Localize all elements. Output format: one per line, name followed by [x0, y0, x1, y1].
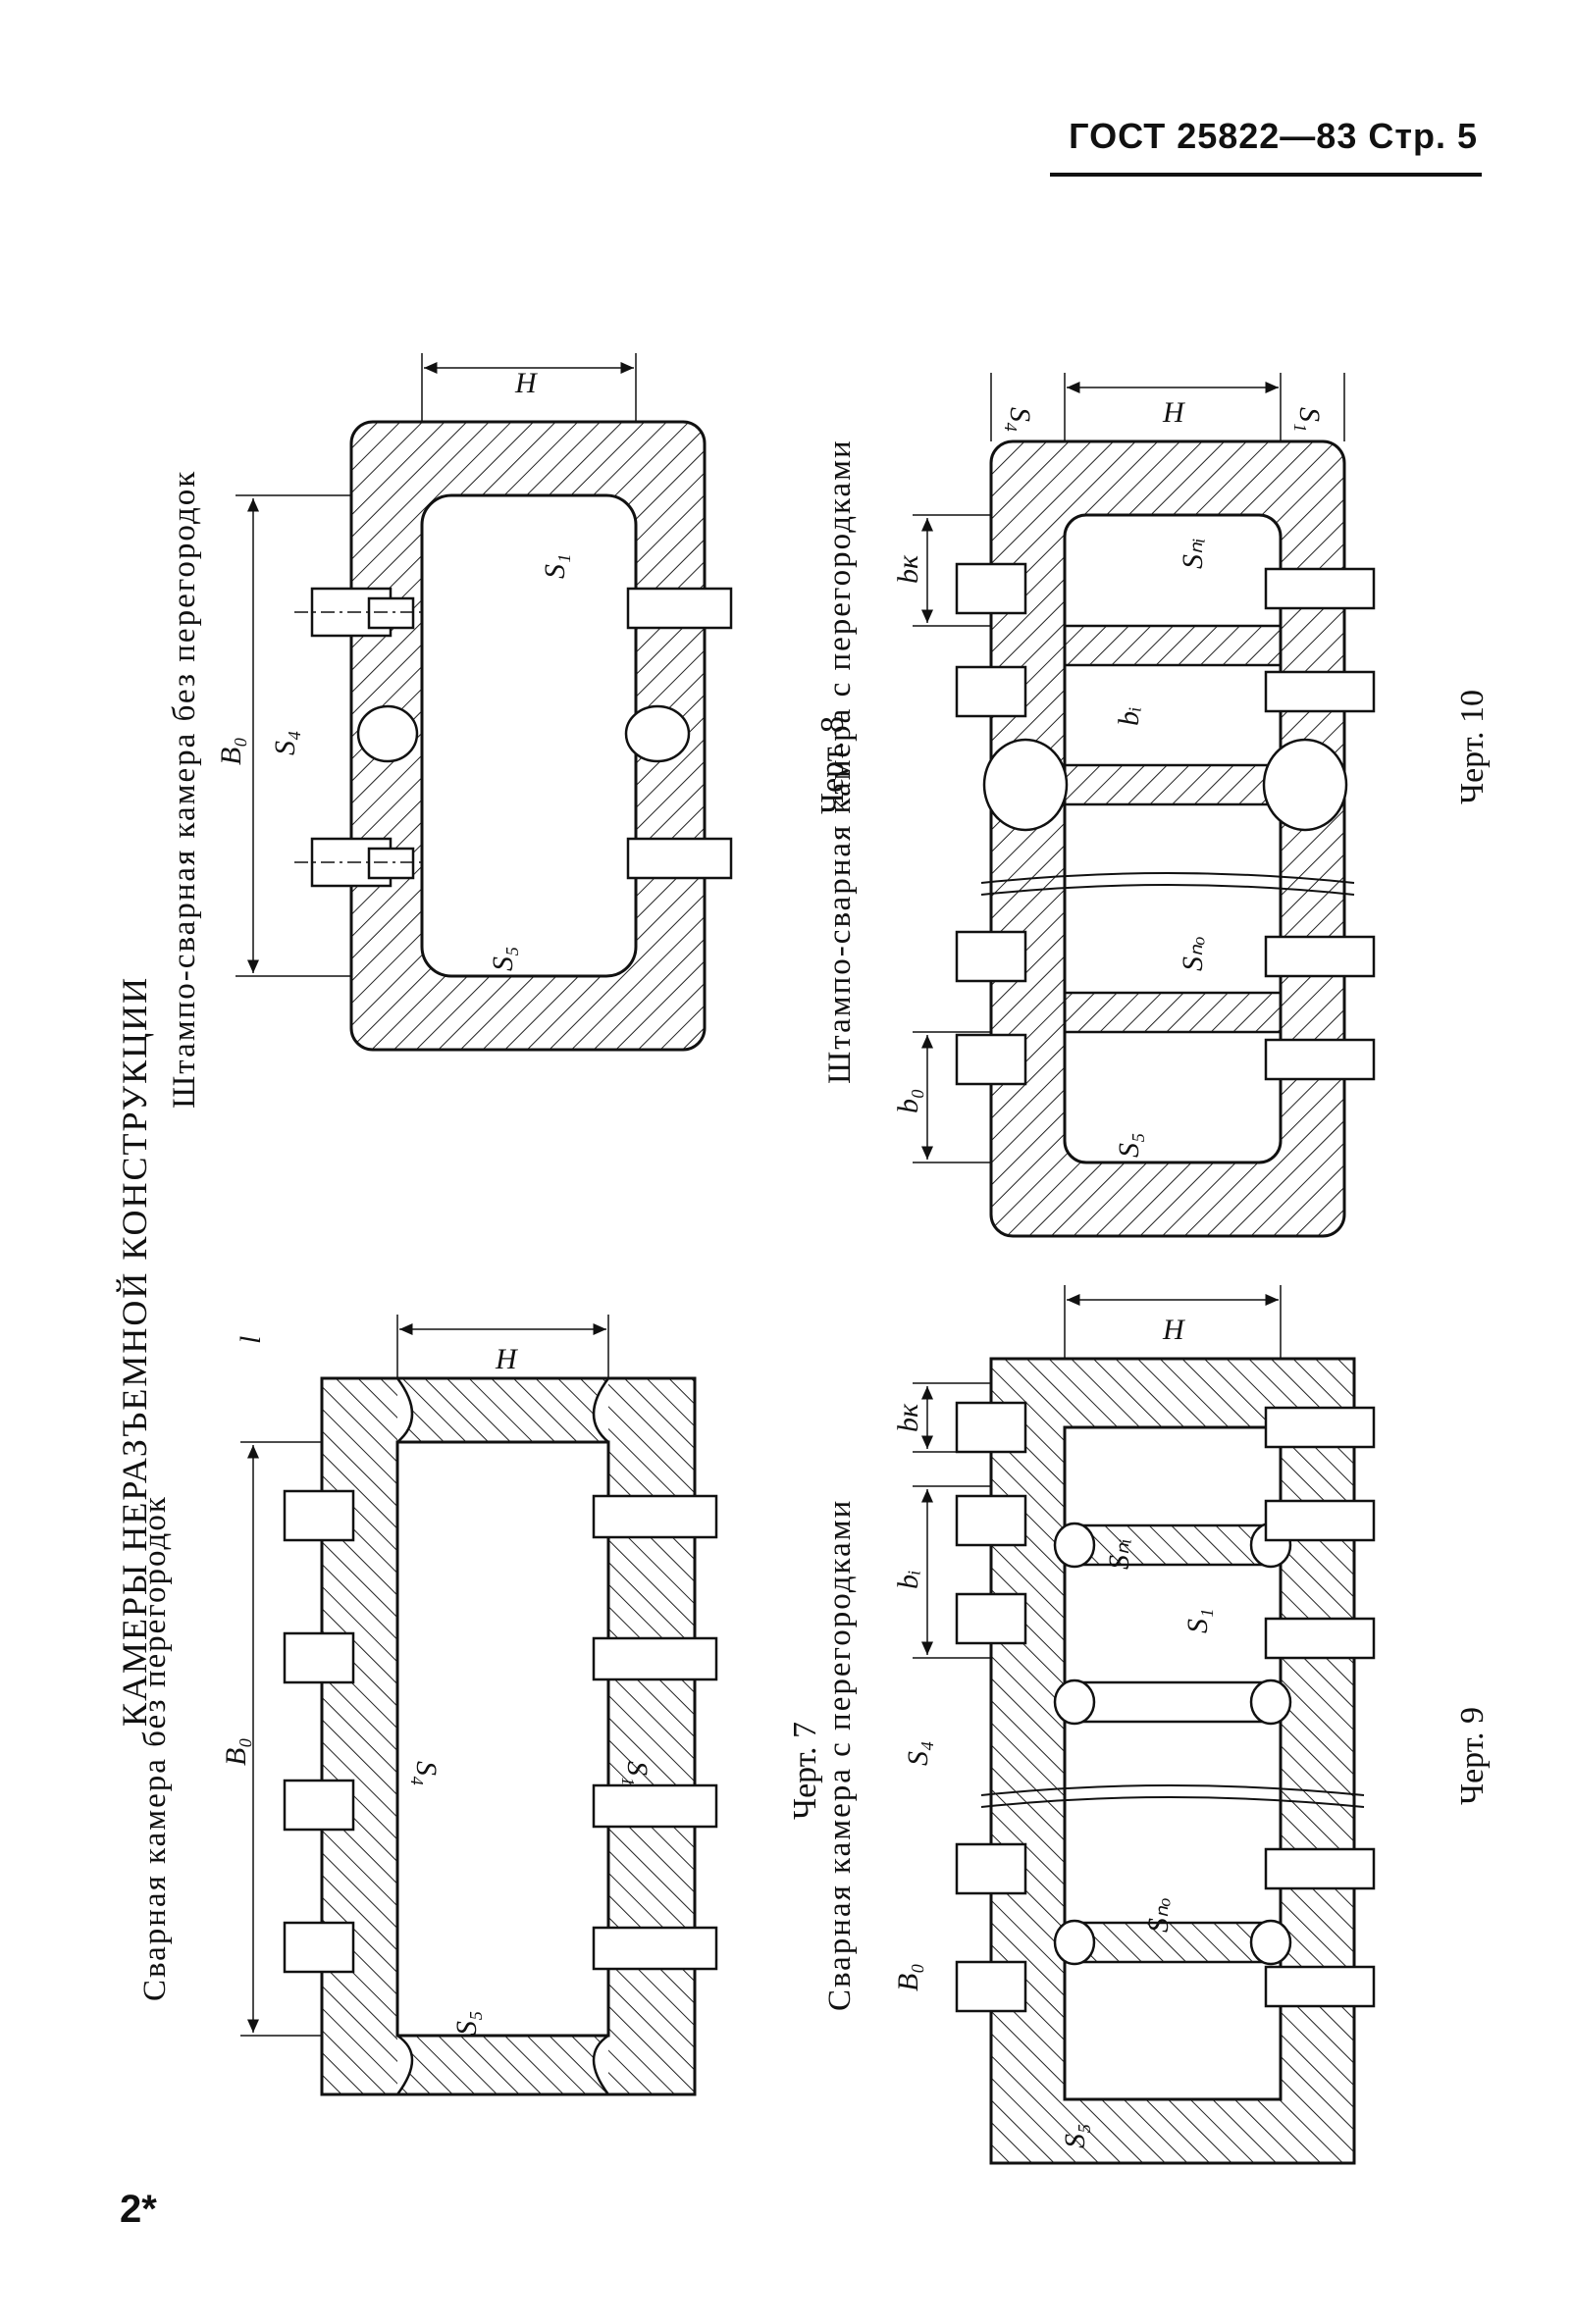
figure-9-dim-bk: bк	[892, 1403, 924, 1432]
figure-7-dim-B0: B₀	[220, 1737, 252, 1766]
figure-9-dim-S4: S₄	[902, 1741, 934, 1766]
figure-10-dim-bk: bк	[892, 554, 924, 584]
figure-7-dim-l: l	[235, 1336, 267, 1344]
figure-8-tube	[294, 837, 422, 888]
figure-10-dim-Sni: Sₙᵢ	[1177, 538, 1209, 569]
figure-8-dim-S1: S₁	[539, 554, 571, 579]
figure-8-dim-H: H	[514, 367, 539, 399]
figure-8-dim-B0: B₀	[215, 737, 247, 765]
figure-9-dim-Sno: Sₙₒ	[1142, 1897, 1175, 1933]
page-header: ГОСТ 25822—83 Стр. 5	[1069, 116, 1478, 156]
figure-8-dim-S4: S₄	[269, 731, 301, 755]
figure-7-dim-H: H	[495, 1343, 519, 1375]
figure-9-dim-S1: S₁	[1181, 1609, 1214, 1633]
figure-10-dim-Sno: Sₙₒ	[1177, 936, 1209, 971]
figure-10-dim-S1: S₁	[1293, 407, 1326, 432]
header-rule	[1050, 173, 1482, 177]
figure-7-dim-S4: S₄	[410, 1761, 443, 1785]
figure-9-dim-bi: bᵢ	[892, 1570, 924, 1589]
figure-10-dim-S4: S₄	[1004, 407, 1036, 432]
figure-9-drawing: H bк bᵢ Sₙᵢ Sₙₒ S₁ S₄ B₀ S₅	[892, 1285, 1376, 2165]
figure-7-drawing: H B₀ l S₄ S₁ S₅	[220, 1315, 718, 2096]
figure-10-dim-bi: bᵢ	[1113, 706, 1145, 726]
figure-7-dim-S1: S₁	[621, 1761, 654, 1785]
figure-9-dim-H: H	[1162, 1314, 1186, 1346]
page-number: 2*	[120, 2188, 157, 2231]
figure-10-dim-b0: b₀	[892, 1089, 924, 1113]
figure-7-dim-S5: S₅	[450, 2011, 483, 2036]
figure-9-dim-B0: B₀	[892, 1963, 924, 1991]
figure-9-dim-S5: S₅	[1059, 2124, 1091, 2148]
figure-10-dim-S5: S₅	[1113, 1133, 1145, 1158]
figure-10-dim-H: H	[1162, 396, 1186, 429]
figure-8-tube	[294, 587, 422, 638]
figure-8-drawing: H B₀ S₄ S₁ S₅	[215, 353, 733, 1052]
figure-8-dim-S5: S₅	[487, 947, 519, 971]
figure-9-dim-Sni: Sₙᵢ	[1103, 1538, 1135, 1570]
figure-10-drawing: H S₄ S₁ bк bᵢ Sₙᵢ Sₙₒ b₀ S₅	[892, 373, 1376, 1238]
